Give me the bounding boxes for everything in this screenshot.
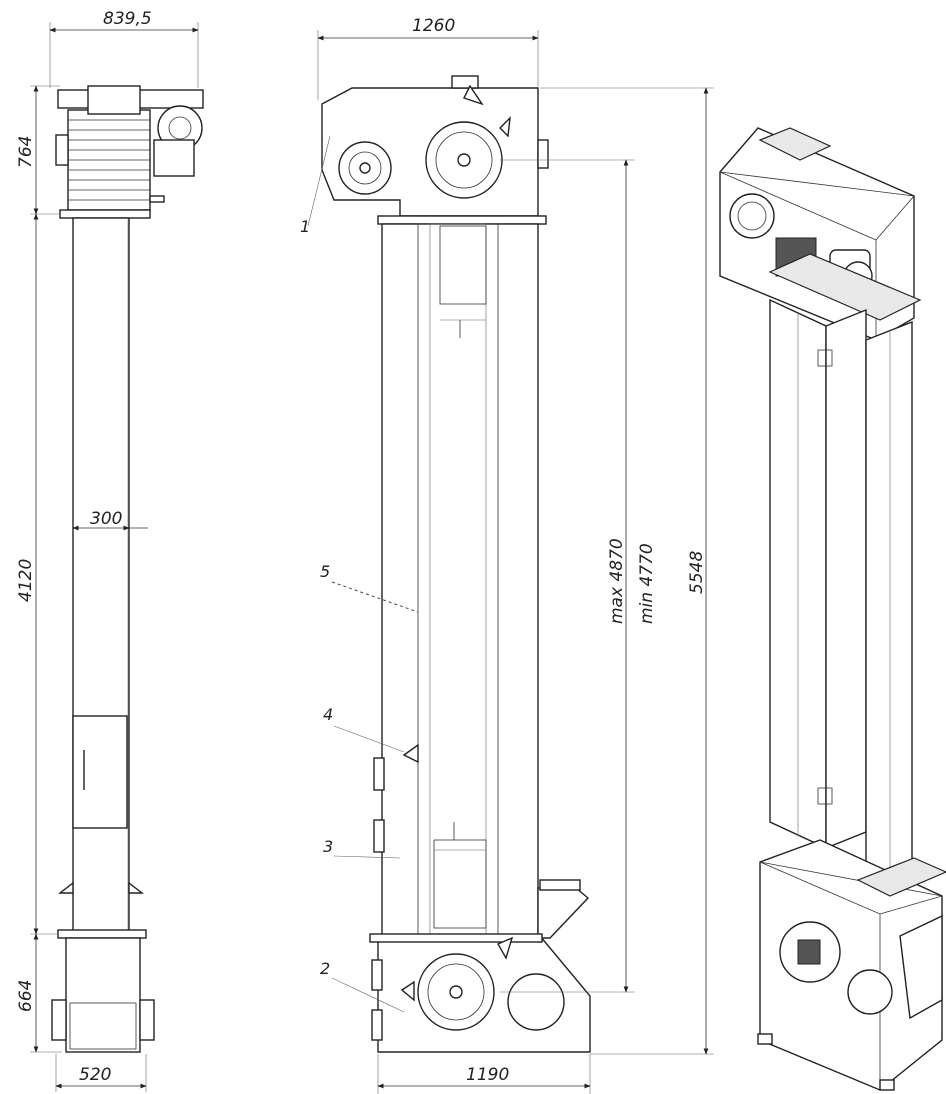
dim-front-boot-width: 1190 (466, 1065, 509, 1085)
dim-front-shaft-max: max 4870 (607, 538, 627, 624)
side-head-flange (59, 209, 151, 219)
dim-front-total-height: 5548 (687, 551, 707, 594)
side-boot-flange (57, 929, 147, 939)
dim-side-column-height: 4120 (16, 559, 36, 602)
iso-inlet-chute (856, 857, 946, 897)
callout-1: 1 (300, 217, 310, 236)
callout-5: 5 (320, 562, 330, 581)
side-inspection-door (72, 715, 128, 829)
iso-column-right (865, 320, 913, 894)
dim-side-boot-height: 664 (16, 980, 36, 1012)
isometric-view (719, 127, 946, 1091)
front-dimensions: 1260 max 4870 min 4770 5548 1190 (317, 16, 714, 1094)
iso-head-port (729, 193, 775, 239)
front-head-flange (377, 215, 547, 225)
side-dimensions: 839,5 764 4120 300 664 520 (16, 9, 199, 1092)
callout-2: 2 (320, 959, 330, 978)
dim-side-width-top: 839,5 (103, 9, 152, 29)
callout-4: 4 (323, 705, 333, 724)
dim-side-column-width: 300 (90, 509, 122, 529)
callout-3: 3 (323, 837, 333, 856)
front-view: 1 5 4 3 2 (300, 75, 591, 1053)
front-casing (381, 223, 539, 937)
side-boot (65, 937, 141, 1053)
front-boot-outlet (507, 973, 565, 1031)
dim-front-shaft-min: min 4770 (637, 543, 657, 624)
front-inlet-chute (537, 887, 590, 939)
iso-boot-port (847, 969, 893, 1015)
side-gearbox (153, 139, 195, 177)
dim-side-head-height: 764 (16, 136, 36, 168)
dim-side-boot-width: 520 (79, 1065, 111, 1085)
side-view (51, 85, 204, 1053)
dim-front-width-top: 1260 (412, 16, 455, 36)
